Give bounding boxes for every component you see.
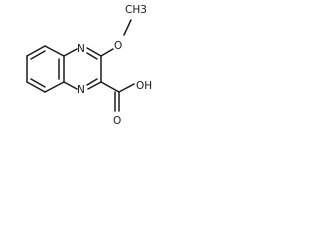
bond-benzene-bottom xyxy=(26,81,46,93)
hydroxyl-label: OH xyxy=(136,80,152,92)
bond-c2-to-n-bottom xyxy=(87,81,102,90)
bond-n-bottom-to-fusion xyxy=(63,81,78,90)
bond-ether-oxygen-to-methyl xyxy=(123,19,132,36)
methoxy-group xyxy=(100,19,132,57)
carboxylic-acid-group xyxy=(100,81,135,112)
bond-fusion-to-n-top xyxy=(63,48,78,57)
bond-c3-to-ether-oxygen xyxy=(100,48,114,57)
bond-benzene-top xyxy=(26,45,46,57)
bond-benzene-upper-right xyxy=(44,45,65,57)
ring-nitrogen-bottom-label: N xyxy=(77,84,85,96)
methyl-label: CH3 xyxy=(125,4,147,16)
pyrazine-ring xyxy=(63,47,102,90)
benzene-ring xyxy=(26,45,65,93)
ether-oxygen-label: O xyxy=(114,40,122,52)
bond-benzene-top-inner xyxy=(30,50,46,60)
bond-n-top-to-c3-inner xyxy=(86,52,98,60)
carbonyl-oxygen-label: O xyxy=(113,115,121,127)
bond-n-top-to-c3 xyxy=(86,47,102,57)
bond-c2-to-n-bottom-inner xyxy=(86,78,98,86)
structure-canvas: CH3 O N N O OH xyxy=(26,4,152,127)
ring-nitrogen-top-label: N xyxy=(77,43,85,55)
bond-benzene-lower-right xyxy=(44,81,65,93)
bond-benzene-bottom-inner xyxy=(30,78,46,88)
bond-c2-to-carboxyl-carbon xyxy=(100,81,120,93)
bond-carboxyl-to-hydroxyl xyxy=(118,83,135,93)
